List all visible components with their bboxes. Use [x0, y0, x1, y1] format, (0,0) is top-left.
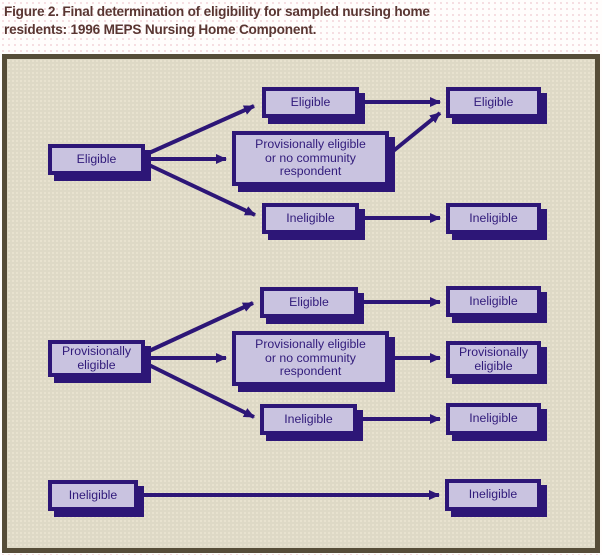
node-g1-mid-top: Eligible [262, 87, 359, 118]
node-g1-mid-center: Provisionally eligible or no community r… [232, 131, 389, 186]
node-g2-right-center: Provisionally eligible [446, 341, 541, 378]
figure-title-line-2: residents: 1996 MEPS Nursing Home Compon… [4, 22, 317, 37]
node-g2-mid-top: Eligible [260, 287, 358, 318]
node-g1-right-top: Eligible [446, 87, 541, 118]
node-g2-right-bottom: Ineligible [446, 403, 541, 435]
node-g3-right: Ineligible [445, 479, 541, 511]
figure-title: Figure 2. Final determination of eligibi… [4, 3, 584, 39]
node-g1-mid-bottom: Ineligible [262, 203, 359, 234]
figure-title-line-1: Figure 2. Final determination of eligibi… [4, 4, 430, 19]
node-g2-mid-center: Provisionally eligible or no community r… [232, 331, 389, 386]
node-g1-right-bottom: Ineligible [446, 203, 541, 234]
node-g3-left: Ineligible [48, 480, 138, 511]
node-g1-left: Eligible [48, 144, 145, 175]
node-g2-right-top: Ineligible [446, 286, 541, 317]
node-g2-left: Provisionally eligible [48, 340, 145, 377]
node-g2-mid-bottom: Ineligible [260, 404, 357, 435]
